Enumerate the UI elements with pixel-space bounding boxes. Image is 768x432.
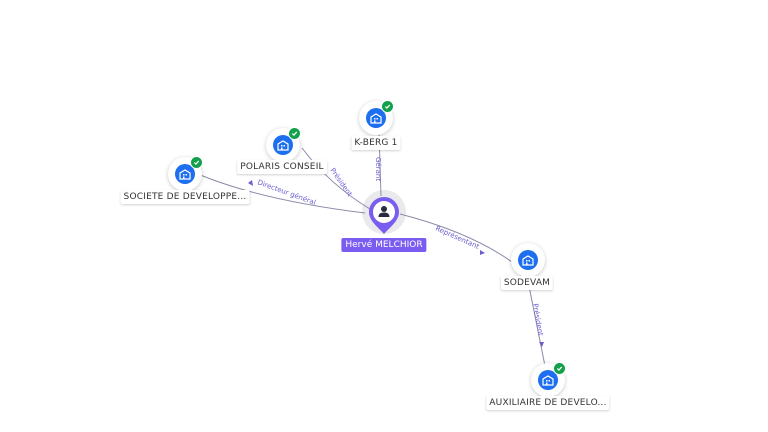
verified-check-icon — [288, 127, 301, 140]
company-label-societe: SOCIETE DE DEVELOPPE... — [120, 190, 250, 204]
arrowhead-auxiliaire — [539, 342, 544, 347]
edge-label-directeur-general: Directeur général — [256, 178, 316, 207]
company-circle[interactable] — [359, 100, 394, 135]
building-icon — [518, 250, 538, 270]
company-label-sodevam: SODEVAM — [500, 276, 554, 290]
edge-person-sodevam — [399, 213, 513, 263]
edge-sodevam-auxiliaire — [526, 275, 546, 367]
company-circle[interactable] — [531, 362, 566, 397]
verified-check-icon — [553, 362, 566, 375]
company-circle[interactable] — [266, 127, 301, 162]
edge-label-president-polaris: Président — [328, 167, 353, 199]
person-icon — [378, 206, 390, 217]
building-icon — [538, 370, 558, 390]
company-label-kberg: K-BERG 1 — [351, 136, 401, 150]
person-pin[interactable] — [368, 196, 400, 236]
verified-check-icon — [190, 156, 203, 169]
person-label: Hervé MELCHIOR — [341, 238, 427, 252]
edge-person-polaris — [301, 147, 371, 210]
edge-label-president-auxiliaire: Président — [531, 303, 545, 337]
edge-label-representant: Représentant — [434, 225, 480, 252]
company-circle[interactable] — [168, 156, 203, 191]
building-icon — [273, 135, 293, 155]
edge-label-gerant: Gérant — [374, 157, 382, 181]
arrowhead-societe — [248, 180, 253, 186]
edge-person-societe — [197, 173, 366, 214]
company-label-polaris: POLARIS CONSEIL — [237, 160, 327, 174]
building-icon — [366, 108, 386, 128]
company-label-auxiliaire: AUXILIAIRE DE DEVELO... — [486, 396, 610, 410]
arrowhead-sodevam — [480, 250, 485, 255]
company-circle[interactable] — [511, 243, 545, 277]
building-icon — [175, 164, 195, 184]
verified-check-icon — [381, 100, 394, 113]
